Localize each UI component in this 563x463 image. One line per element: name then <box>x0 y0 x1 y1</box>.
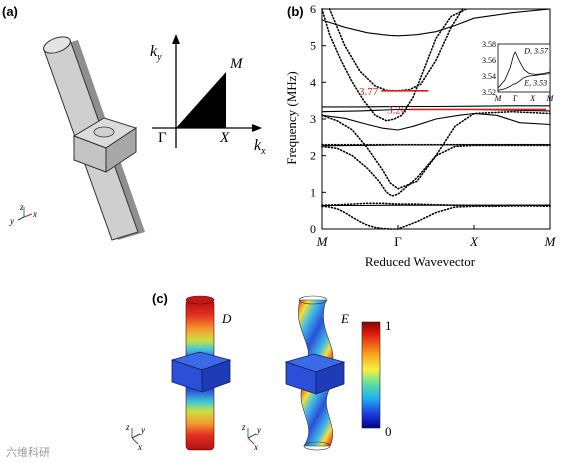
inset-line-1 <box>497 73 551 91</box>
inset-x-tick: Γ <box>513 94 518 103</box>
mode-e-label: E <box>340 311 349 326</box>
panel-a-label: (a) <box>2 4 18 19</box>
axis-x-e: x <box>253 442 258 452</box>
kx-label: kx <box>254 137 266 157</box>
chart-axes: 0 1 2 3 4 5 6M Γ X M <box>310 2 557 249</box>
x-tick-label: X <box>469 234 479 249</box>
axis-triad-e <box>247 428 257 445</box>
irreducible-zone <box>176 72 226 128</box>
axis-x-d: x <box>137 442 142 452</box>
x-tick-label: M <box>544 234 557 249</box>
y-axis-label: Frequency (MHz) <box>284 71 299 165</box>
y-tick-label: 6 <box>310 2 316 16</box>
x-tick-label: M <box>316 234 329 249</box>
unit-cell-3d: z x y ky kx Γ X M <box>9 34 266 241</box>
x-point-label: X <box>219 130 230 146</box>
band-line-5 <box>321 8 468 122</box>
inset-y-tick: 3.54 <box>482 72 496 81</box>
y-tick-label: 0 <box>310 222 316 236</box>
band-line-7 <box>321 8 551 37</box>
panel-c-label: (c) <box>152 291 168 306</box>
inset-y-tick: 3.52 <box>482 88 496 97</box>
mode-d-label: D <box>221 311 232 326</box>
rod-through-block <box>93 126 115 138</box>
y-tick-label: 2 <box>310 149 316 163</box>
axis-triad-d <box>131 428 141 445</box>
axis-x-a: x <box>32 209 37 219</box>
brillouin-zone-diagram <box>152 34 262 148</box>
inset-x-tick: M <box>546 94 555 103</box>
band-line-2 <box>321 144 551 197</box>
y-tick-label: 3 <box>310 112 316 126</box>
y-tick-label: 5 <box>310 39 316 53</box>
chart-series-group <box>321 8 551 230</box>
band-line-11 <box>321 144 551 147</box>
band-line-0 <box>321 205 551 230</box>
ky-label: ky <box>150 43 162 63</box>
axis-z-a: z <box>19 202 24 212</box>
chart-annotations: 3.77 3.26 <box>359 86 547 116</box>
panel-b-label: (b) <box>287 4 304 19</box>
mode-d-shape <box>170 295 232 451</box>
axis-y-a: y <box>9 216 14 226</box>
inset-line-0 <box>497 51 551 89</box>
gamma-point-label: Γ <box>158 130 167 146</box>
annotation-label: 3.26 <box>387 104 407 116</box>
watermark: 六维科研 <box>6 445 50 459</box>
inset-y-tick: 3.56 <box>482 56 496 65</box>
y-tick-label: 4 <box>310 75 316 89</box>
band-line-6 <box>328 8 464 92</box>
inset-frame <box>497 43 551 93</box>
m-point-label: M <box>229 56 244 72</box>
mode-e-shape <box>284 295 346 451</box>
axis-y-e: y <box>256 425 261 435</box>
inset-mode-label: D, 3.57 <box>523 46 549 55</box>
axis-triad-a <box>17 207 33 221</box>
colorbar-max: 1 <box>385 318 392 333</box>
block-side <box>105 127 137 173</box>
inset-mode-label: E, 3.53 <box>523 78 547 87</box>
inset-x-tick: X <box>529 94 536 103</box>
colorbar <box>361 321 381 429</box>
x-tick-label: Γ <box>394 234 402 249</box>
band-line-8 <box>321 105 551 108</box>
axis-z-d: z <box>125 422 130 432</box>
rod-top-cap <box>43 36 71 54</box>
inset-y-tick: 3.58 <box>482 40 496 49</box>
x-axis-label: Reduced Wavevector <box>365 254 476 269</box>
inset-x-tick: M <box>494 94 503 103</box>
band-line-10 <box>321 112 551 131</box>
y-tick-label: 1 <box>310 185 316 199</box>
colorbar-min: 0 <box>385 424 392 439</box>
annotation-label: 3.77 <box>359 86 379 98</box>
axis-z-e: z <box>241 422 246 432</box>
axis-y-d: y <box>140 425 145 435</box>
